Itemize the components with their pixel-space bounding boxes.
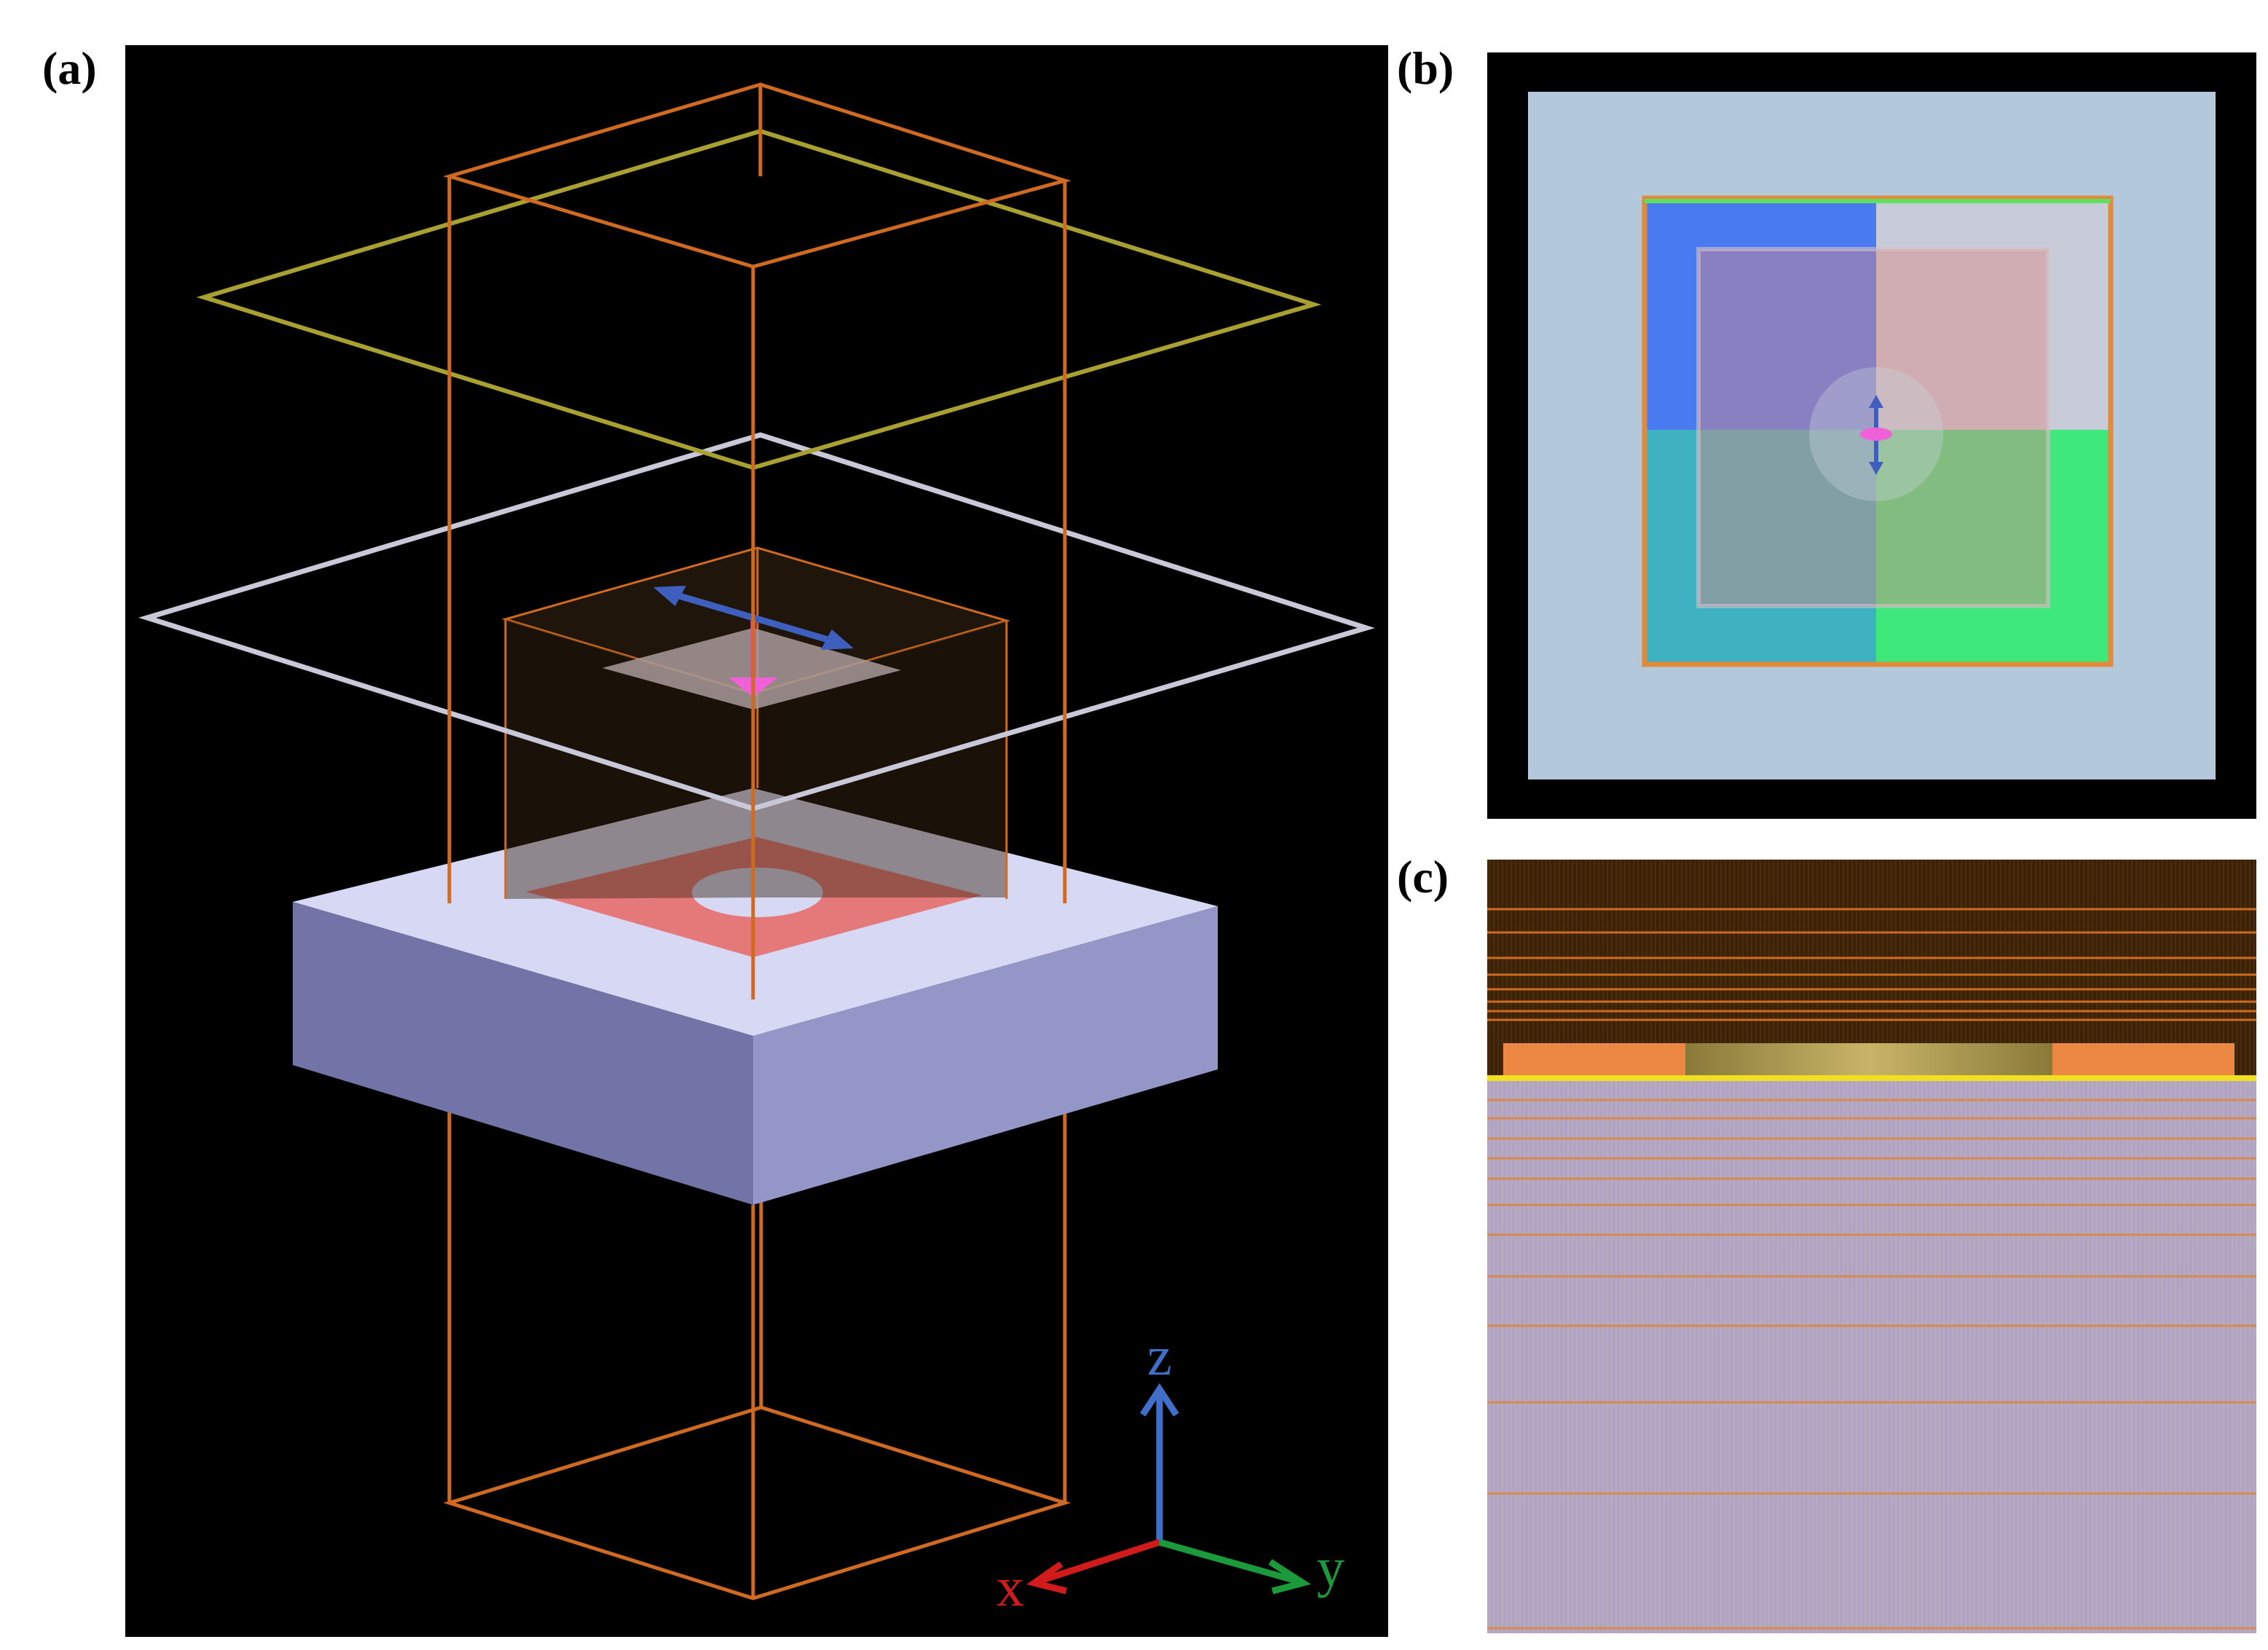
x-axis-label: x — [996, 1557, 1024, 1618]
hole-region — [1685, 1043, 2052, 1077]
mesh-override-box — [501, 546, 1011, 899]
metal-layer — [526, 837, 982, 957]
simulation-region-frame-front — [443, 82, 1071, 1598]
z-axis-label: z — [1147, 1326, 1172, 1387]
metal-patch-with-hole — [526, 837, 982, 957]
simulation-boundary — [1642, 195, 2114, 667]
substrate-left-face — [293, 902, 753, 1205]
source-overlay — [1698, 249, 2048, 606]
panel-b-top-view — [1487, 52, 2256, 819]
mesh-lines-upper — [1487, 908, 2256, 1021]
substrate-mesh-region — [1487, 1078, 2256, 1633]
panel-c-side-view — [1487, 860, 2256, 1633]
monitor-plane-yellow — [196, 128, 1322, 471]
quadrant-top-left — [1645, 198, 1876, 430]
top-view-quadrants — [1642, 195, 2114, 667]
dipole-marker — [1860, 395, 1892, 475]
mesh-lines-substrate — [1487, 1099, 2256, 1630]
quadrant-bottom-right — [1876, 430, 2109, 663]
x-axis-arrow — [1034, 1539, 1161, 1586]
panel-a-3d-view: z x y — [125, 45, 1388, 1637]
quadrant-bottom-left — [1645, 430, 1876, 663]
monitor-plane-white — [138, 432, 1375, 812]
y-axis-label: y — [1317, 1537, 1344, 1598]
axes-triad: z x y — [996, 1326, 1344, 1618]
substrate-block — [293, 788, 1218, 1205]
quadrant-top-right — [1876, 198, 2109, 430]
panel-b-label: (b) — [1397, 42, 1454, 94]
metal-right — [2052, 1043, 2234, 1077]
panel-a-label: (a) — [42, 42, 97, 94]
upper-mesh-region — [1487, 860, 2256, 1078]
metal-layer-cross-section — [1503, 1043, 2234, 1077]
substrate-top-face — [293, 788, 1218, 1036]
y-axis-arrow — [1158, 1539, 1303, 1586]
metal-left — [1503, 1043, 1685, 1077]
substrate-right-face — [753, 906, 1218, 1205]
panel-c-label: (c) — [1397, 851, 1449, 903]
